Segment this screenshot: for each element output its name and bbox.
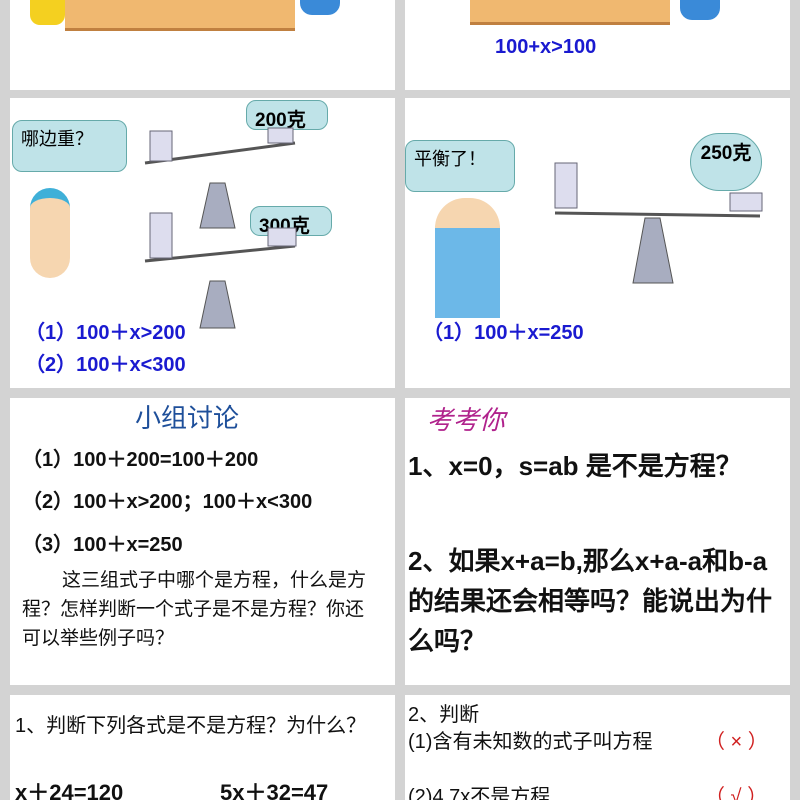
table-illustration xyxy=(65,0,295,31)
weight-label: 250克 xyxy=(690,133,762,191)
heading: 2、判断 xyxy=(408,704,480,726)
table-illustration xyxy=(470,0,670,25)
expression-3: （3）100＋x=250 xyxy=(22,534,183,556)
answer-mark-1: （ × ） xyxy=(705,731,768,753)
slide-3[interactable]: 哪边重？ 200克 300克 （1）100＋x>200 （2）100＋x<300 xyxy=(10,98,395,388)
slide-8[interactable]: 2、判断 (1)含有未知数的式子叫方程 （ × ） (2)4.7x不是方程 （ … xyxy=(405,695,790,800)
child-illustration xyxy=(300,0,340,15)
slide-1[interactable] xyxy=(10,0,395,90)
discussion-paragraph: 这三组式子中哪个是方程，什么是方程？怎样判断一个式子是不是方程？你还可以举些例子… xyxy=(22,570,367,649)
inequality-2: （2）100＋x<300 xyxy=(25,354,186,376)
equation-1: x＋24=120 xyxy=(15,780,124,800)
child-illustration xyxy=(30,0,65,25)
answer-mark-2: （ √ ） xyxy=(705,786,768,800)
slide-2[interactable]: 100+x>100 xyxy=(405,0,790,90)
slide-7[interactable]: 1、判断下列各式是不是方程？为什么？ x＋24=120 5x＋32=47 xyxy=(10,695,395,800)
speech-bubble: 哪边重？ xyxy=(12,120,127,172)
balance-scale-illustrations xyxy=(144,127,297,329)
slide-4[interactable]: 平衡了！ 250克 （1）100＋x=250 xyxy=(405,98,790,388)
speech-bubble: 平衡了！ xyxy=(405,140,515,192)
girl-illustration xyxy=(30,188,70,278)
equation: 100+x>100 xyxy=(495,36,597,58)
balance-scale-illustration xyxy=(554,162,763,284)
equation-2: 5x＋32=47 xyxy=(220,780,329,800)
inequality-1: （1）100＋x>200 xyxy=(25,322,186,344)
statement-1: (1)含有未知数的式子叫方程 xyxy=(408,731,653,753)
expression-2: （2）100＋x>200；100＋x<300 xyxy=(22,491,313,513)
slide-title: 小组讨论 xyxy=(135,404,240,434)
child-illustration xyxy=(680,0,720,20)
boy-illustration xyxy=(435,198,500,318)
question: 1、判断下列各式是不是方程？为什么？ xyxy=(15,715,367,737)
slide-5[interactable]: 小组讨论 （1）100＋200=100＋200 （2）100＋x>200；100… xyxy=(10,398,395,685)
expression-1: （1）100＋200=100＋200 xyxy=(22,449,259,471)
slide-6[interactable]: 考考你 1、x=0，s=ab 是不是方程？ 2、如果x+a=b,那么x+a-a和… xyxy=(405,398,790,685)
question-2: 2、如果x+a=b,那么x+a-a和b-a的结果还会相等吗？能说出为什么吗？ xyxy=(408,546,773,656)
question-1: 1、x=0，s=ab 是不是方程？ xyxy=(408,451,742,481)
statement-2: (2)4.7x不是方程 xyxy=(408,786,551,800)
equation: （1）100＋x=250 xyxy=(423,322,584,344)
slide-title: 考考你 xyxy=(427,406,506,436)
